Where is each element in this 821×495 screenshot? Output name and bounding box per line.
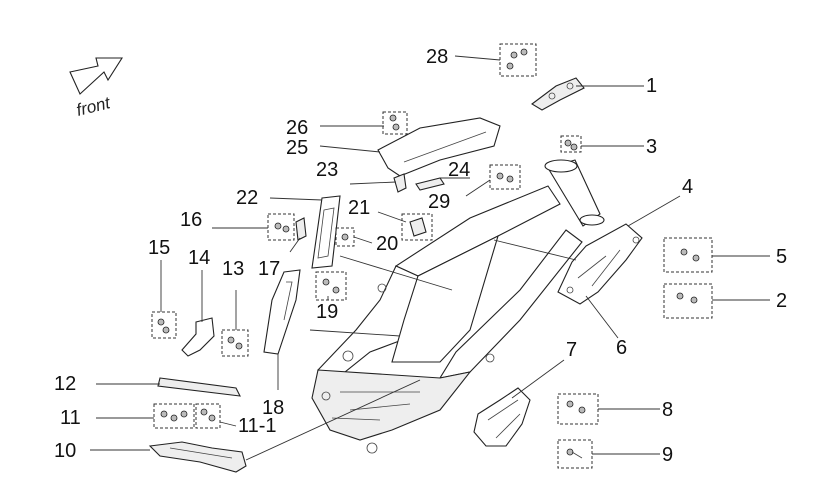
callout-19: 19 — [316, 301, 338, 323]
part-28-fasteners — [499, 43, 537, 77]
callout-24: 24 — [448, 159, 470, 181]
part-11-screws — [153, 403, 195, 429]
part-26-screws — [382, 111, 408, 135]
callout-20: 20 — [376, 233, 398, 255]
part-12-strip — [157, 377, 241, 397]
callout-3: 3 — [646, 136, 657, 158]
part-20-nut — [335, 227, 355, 247]
part-15-screws — [151, 311, 177, 339]
part-4-6-bracket — [557, 223, 643, 305]
callout-13: 13 — [222, 258, 244, 280]
callout-15: 15 — [148, 237, 170, 259]
part-22-plate — [311, 195, 341, 269]
callout-22: 22 — [236, 187, 258, 209]
callout-4: 4 — [682, 176, 693, 198]
part-7-bracket — [473, 387, 531, 447]
callout-14: 14 — [188, 247, 210, 269]
part-14-bracket — [181, 317, 215, 357]
part-10-skid-plate — [148, 441, 247, 473]
callout-8: 8 — [662, 399, 673, 421]
part-21-clip — [401, 213, 433, 241]
front-direction-arrow: front — [69, 57, 124, 120]
callout-29: 29 — [428, 191, 450, 213]
front-label: front — [74, 93, 113, 120]
callout-6: 6 — [616, 337, 627, 359]
part-17-clip — [295, 217, 307, 241]
callout-1: 1 — [646, 75, 657, 97]
part-23-clip — [393, 173, 407, 193]
main-frame — [311, 159, 605, 454]
part-11-1-screws — [195, 403, 221, 429]
part-24-clip — [415, 177, 445, 191]
part-9-screw — [557, 439, 593, 469]
part-16-screws — [267, 213, 295, 241]
part-18-guard — [263, 269, 301, 355]
leader-lines — [90, 55, 770, 461]
callout-28: 28 — [426, 46, 448, 68]
part-25-cover — [377, 117, 501, 177]
part-5-fasteners — [663, 237, 713, 273]
part-3-nut — [560, 135, 582, 153]
callout-10: 10 — [54, 440, 76, 462]
part-13-screws — [221, 329, 249, 357]
callout-9: 9 — [662, 444, 673, 466]
part-1-bracket — [531, 77, 585, 111]
callout-16: 16 — [180, 209, 202, 231]
callout-labels: 28 1 26 25 3 23 24 4 22 29 21 16 20 15 1… — [54, 46, 787, 466]
callout-11-1: 11-1 — [238, 415, 277, 437]
callout-2: 2 — [776, 290, 787, 312]
callout-11: 11 — [60, 407, 81, 429]
part-8-fasteners — [557, 393, 599, 425]
callout-7: 7 — [566, 339, 577, 361]
callout-5: 5 — [776, 246, 787, 268]
callout-26: 26 — [286, 117, 308, 139]
callout-12: 12 — [54, 373, 76, 395]
callout-23: 23 — [316, 159, 338, 181]
callout-17: 17 — [258, 258, 280, 280]
callout-25: 25 — [286, 137, 308, 159]
part-2-fasteners — [663, 283, 713, 319]
callout-21: 21 — [348, 197, 370, 219]
part-19-fasteners — [315, 271, 347, 301]
part-29-fasteners — [489, 164, 521, 190]
callout-18: 18 — [262, 397, 284, 419]
